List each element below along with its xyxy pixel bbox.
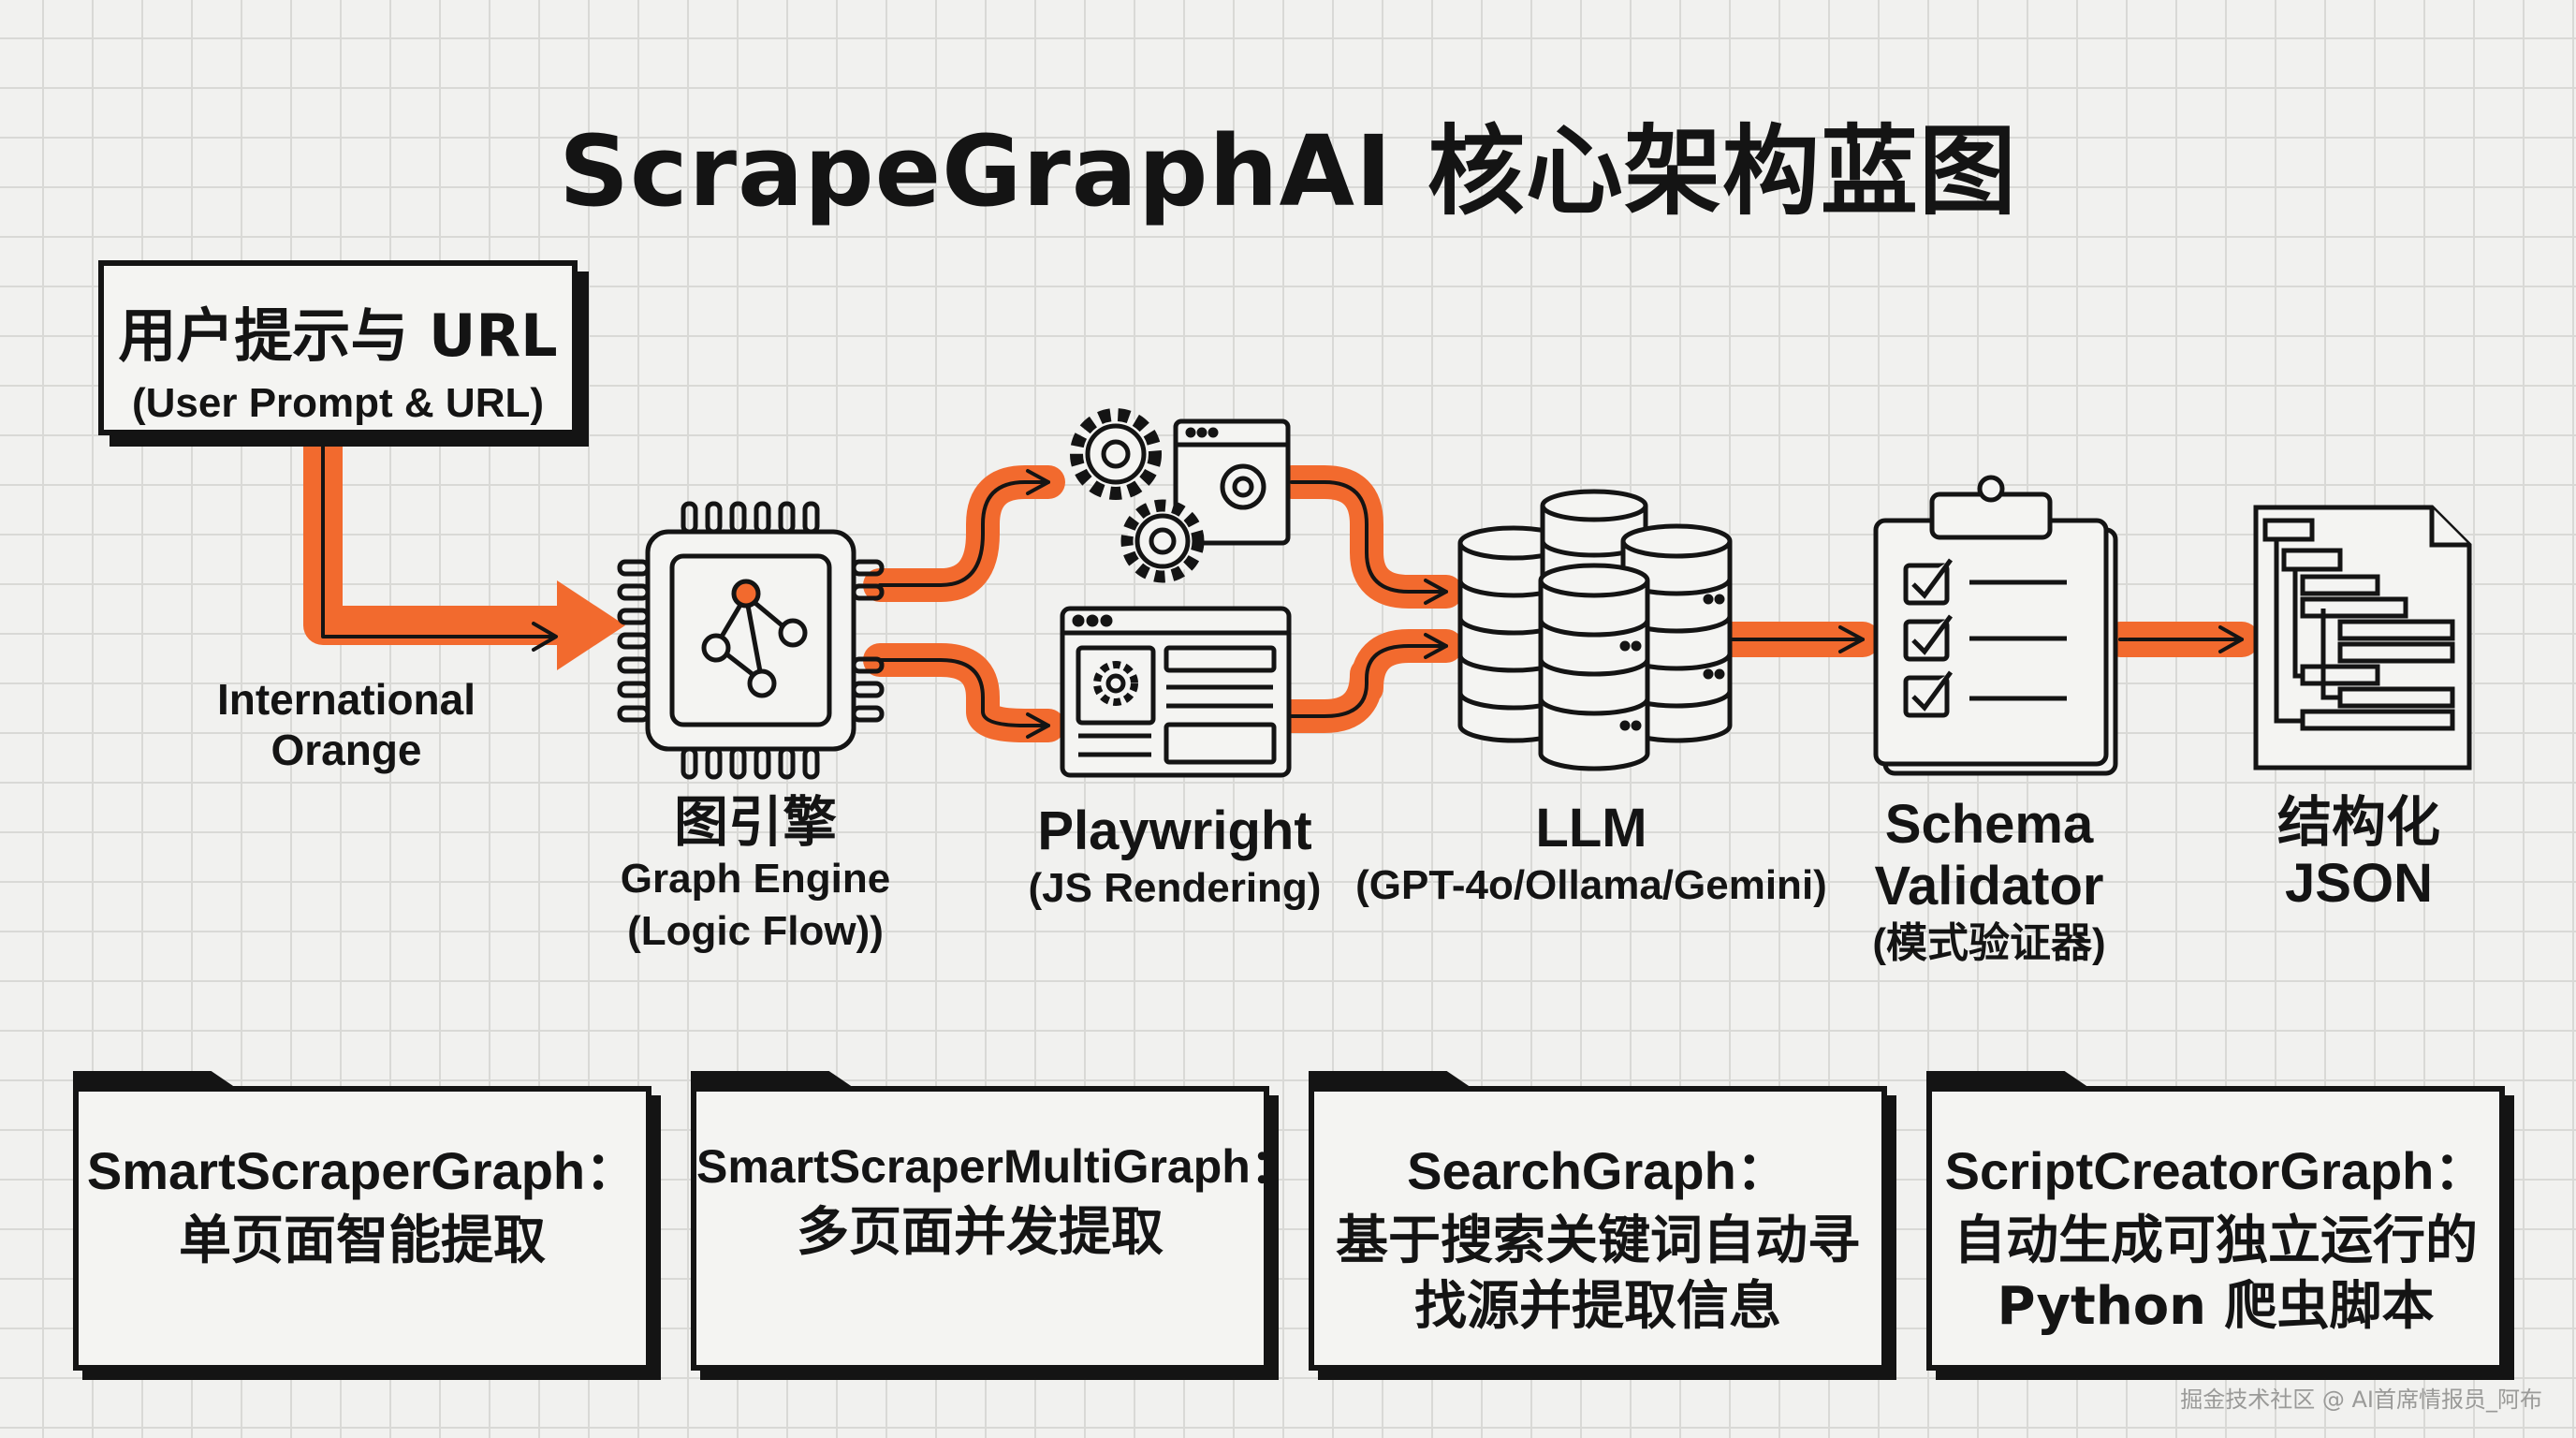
chip-pins-right	[851, 559, 885, 723]
chip-pins-top	[681, 501, 820, 535]
input-inner-line	[321, 438, 554, 638]
stage-schema-line3: (模式验证器)	[1872, 920, 2106, 966]
chip-graph-icon	[617, 501, 885, 780]
folder-tab	[691, 1071, 859, 1092]
stage-playwright-caption: Playwright (JS Rendering)	[983, 800, 1367, 915]
stage-llm-line2: (GPT-4o/Ollama/Gemini)	[1355, 862, 1827, 908]
input-to-engine-connector	[303, 411, 581, 645]
folder-tab	[73, 1071, 242, 1092]
card-description: 基于搜索关键词自动寻找源并提取信息	[1336, 1211, 1860, 1337]
card-title: SmartScraperGraph：	[86, 1141, 638, 1200]
card-description: 自动生成可独立运行的 Python 爬虫脚本	[1954, 1211, 2478, 1337]
database-stack-icon	[1457, 489, 1733, 771]
card-script-creator-graph: ScriptCreatorGraph： 自动生成可独立运行的 Python 爬虫…	[1926, 1071, 2505, 1371]
card-smart-scraper-multi-graph: SmartScraperMultiGraph： 多页面并发提取	[691, 1071, 1297, 1371]
card-description: 多页面并发提取	[797, 1202, 1164, 1263]
folder-tab	[1926, 1071, 2095, 1092]
input-subtitle: (User Prompt & URL)	[131, 380, 545, 426]
stage-llm-name: LLM	[1535, 798, 1647, 858]
document-tree-icon	[2253, 505, 2472, 770]
engine-to-gears-connector	[863, 465, 1065, 602]
stage-schema-caption: Schema Validator (模式验证器)	[1835, 794, 2144, 970]
clipboard-checklist-icon	[1873, 475, 2118, 776]
stage-playwright-name: Playwright	[1037, 800, 1312, 861]
card-search-graph: SearchGraph： 基于搜索关键词自动寻找源并提取信息	[1309, 1071, 1887, 1371]
card-title: ScriptCreatorGraph：	[1944, 1141, 2487, 1200]
accent-color-label: International Orange	[216, 675, 476, 774]
engine-to-playwright-connector	[863, 643, 1065, 742]
watermark: 掘金技术社区 @ AI首席情报员_阿布	[2180, 1387, 2542, 1413]
gears-settings-icon	[1070, 408, 1291, 583]
browser-render-icon	[1060, 606, 1292, 778]
connector-layer	[303, 411, 2260, 742]
stage-engine-line2: Graph Engine	[620, 856, 891, 902]
stage-engine-name: 图引擎	[673, 790, 837, 854]
user-input-box: 用户提示与 URL (User Prompt & URL)	[98, 260, 578, 435]
card-smart-scraper-graph: SmartScraperGraph： 单页面智能提取	[73, 1071, 651, 1371]
stage-llm-caption: LLM (GPT-4o/Ollama/Gemini)	[1348, 798, 1835, 912]
input-title: 用户提示与 URL	[118, 301, 558, 370]
card-title: SearchGraph：	[1407, 1141, 1789, 1200]
card-title: SmartScraperMultiGraph：	[696, 1140, 1297, 1193]
db-front	[1538, 563, 1650, 771]
stage-json-caption: 结构化 JSON	[2218, 791, 2499, 915]
chip-pins-left	[617, 559, 651, 723]
stage-json-line2: JSON	[2285, 853, 2433, 914]
stage-schema-name: Schema	[1884, 794, 2094, 855]
stage-engine-line3: (Logic Flow))	[627, 908, 884, 954]
stage-engine-caption: 图引擎 Graph Engine (Logic Flow))	[573, 791, 938, 958]
gears-to-llm-connector	[1275, 465, 1463, 609]
page-title: ScrapeGraphAI 核心架构蓝图	[559, 114, 2017, 228]
stage-schema-line2: Validator	[1874, 856, 2104, 917]
stage-playwright-line2: (JS Rendering)	[1028, 865, 1322, 911]
stage-json-name: 结构化	[2276, 790, 2440, 854]
chip-pins-bottom	[681, 746, 820, 780]
input-arrow-head	[557, 580, 625, 670]
folder-tab	[1309, 1071, 1477, 1092]
playwright-to-llm-connector	[1275, 629, 1463, 733]
card-description: 单页面智能提取	[179, 1211, 546, 1271]
